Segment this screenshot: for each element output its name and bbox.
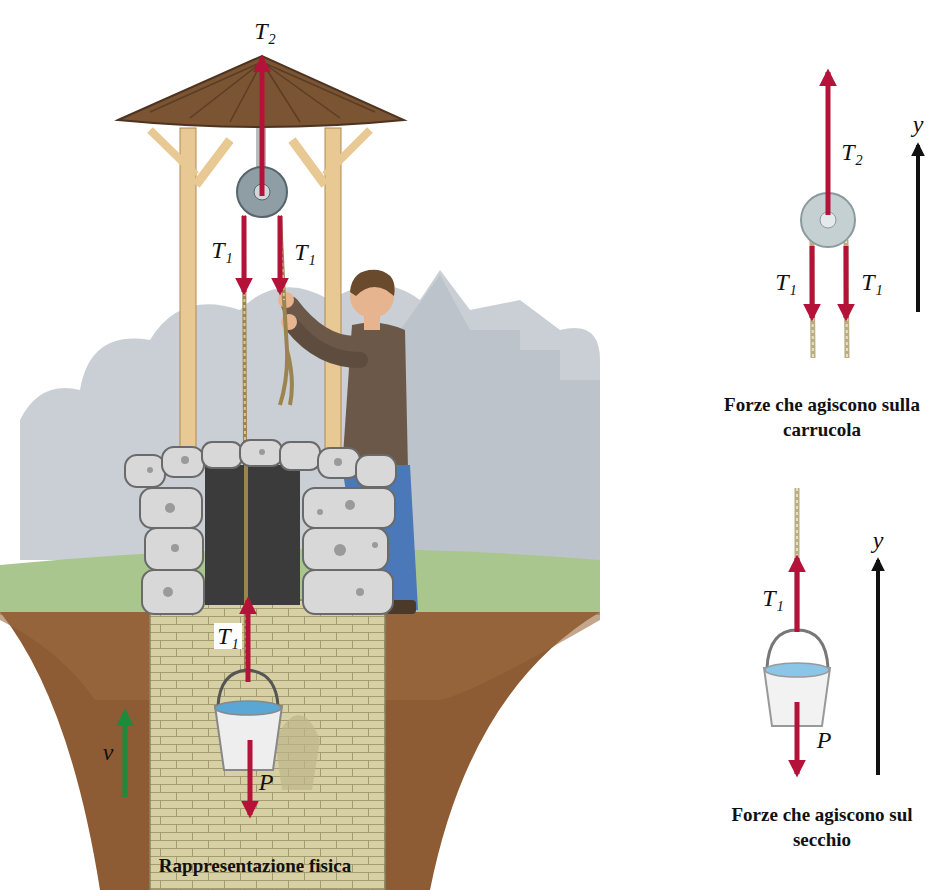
caption: Forze che agiscono sulla carrucola [707,393,937,442]
force-label: T₁ [762,585,784,611]
force-label: T₁ [861,269,883,295]
force-label: T₁ [294,239,316,265]
force-label: T₁ [214,623,242,649]
force-label: P [259,769,274,795]
force-label: T₂ [254,18,276,44]
caption: Forze che agiscono sul secchio [707,803,937,852]
force-label: T₁ [211,237,233,263]
force-label: P [817,727,832,753]
axis-label: y [873,527,884,553]
velocity-label: v [103,739,114,765]
force-label: T₂ [841,139,863,165]
caption: Rappresentazione fisica [105,854,405,879]
axis-label: y [913,111,924,137]
force-label: T₁ [775,269,797,295]
